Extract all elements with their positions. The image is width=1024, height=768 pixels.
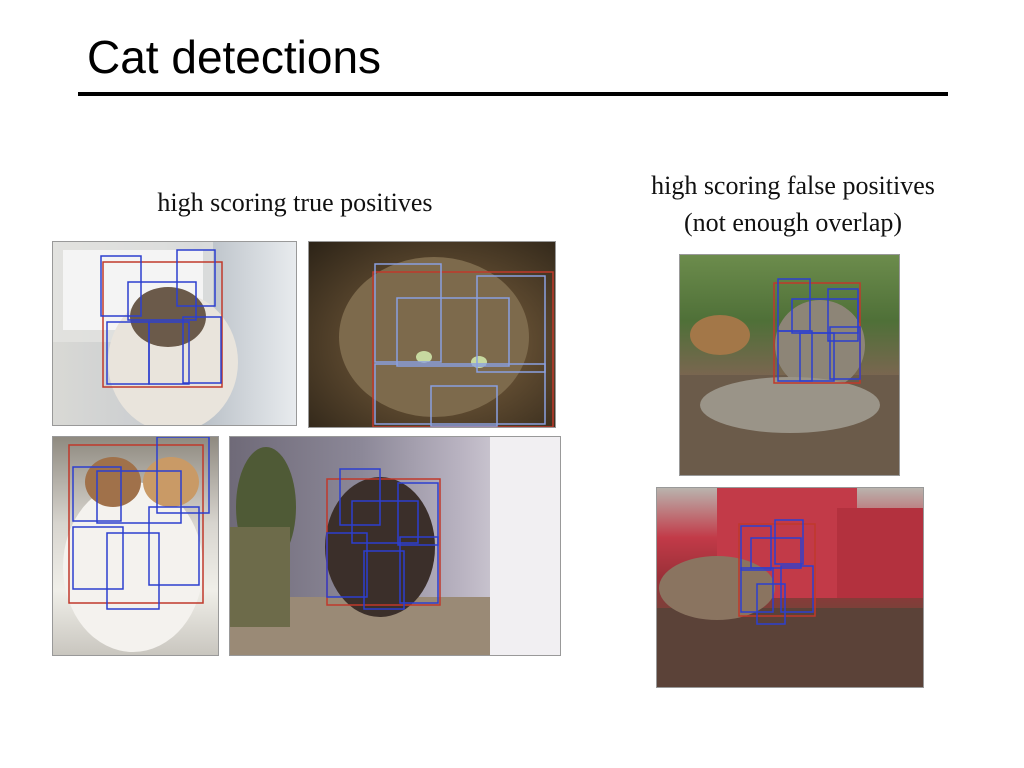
detection-box: [156, 437, 210, 514]
detection-box: [399, 536, 439, 604]
false-positive-photo-2: [656, 487, 924, 688]
ground-truth-box: [102, 261, 223, 388]
true-positive-photo-4: [229, 436, 561, 656]
ground-truth-box: [372, 271, 554, 427]
detection-box: [829, 326, 861, 380]
detection-overlay-3: [63, 437, 210, 652]
detection-box: [363, 550, 405, 610]
detection-box: [799, 332, 835, 382]
ground-truth-box: [738, 523, 816, 617]
detection-box: [106, 532, 160, 610]
ground-truth-box: [68, 444, 204, 604]
detection-box: [127, 281, 197, 321]
title-divider: [78, 92, 948, 96]
false-positives-caption-line1: high scoring false positives: [651, 171, 935, 200]
detection-box: [182, 316, 222, 384]
slide-title: Cat detections: [87, 31, 382, 83]
detection-overlay-5: [680, 278, 899, 475]
detection-box: [96, 470, 182, 524]
detection-box: [72, 466, 122, 522]
detection-box: [750, 537, 802, 569]
detection-box: [148, 321, 190, 385]
detection-box: [72, 526, 124, 590]
detection-box: [777, 330, 813, 382]
false-positive-photo-1: [679, 254, 900, 476]
true-positive-photo-1: [52, 241, 297, 426]
detection-box: [476, 275, 546, 373]
true-positive-photo-3: [52, 436, 219, 656]
detection-box: [100, 255, 142, 317]
detection-overlay-1: [53, 242, 238, 425]
detection-overlay-2: [339, 257, 554, 427]
detection-box: [756, 583, 786, 625]
detection-overlay-6: [657, 488, 923, 687]
detection-box: [374, 263, 442, 363]
detection-box: [397, 482, 439, 546]
true-positive-photo-2: [308, 241, 556, 428]
detection-box: [740, 525, 772, 571]
detection-box: [374, 363, 546, 425]
detection-box: [430, 385, 498, 427]
true-positives-caption: high scoring true positives: [157, 188, 433, 217]
detection-box: [351, 500, 419, 544]
false-positives-caption-line2: (not enough overlap): [683, 208, 903, 237]
detection-box: [396, 297, 510, 367]
detection-box: [339, 468, 381, 526]
detection-box: [780, 565, 814, 613]
detection-box: [326, 532, 368, 598]
false-positives-caption: high scoring false positives (not enough…: [600, 167, 986, 241]
detection-box: [774, 519, 804, 565]
detection-overlay-4: [230, 437, 560, 655]
detection-box: [148, 506, 200, 586]
